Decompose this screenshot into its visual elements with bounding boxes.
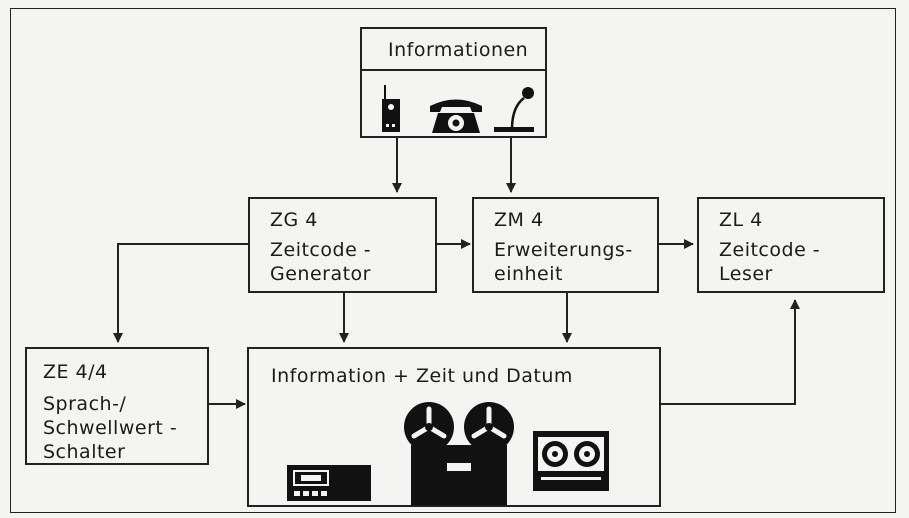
recorder-title: Information + Zeit und Datum: [271, 365, 573, 387]
zm4-code: ZM 4: [494, 209, 544, 231]
zg4-line1: Zeitcode -: [270, 239, 372, 261]
ze44-box: ZE 4/4 Sprach-/ Schwellwert - Schalter: [25, 347, 209, 465]
cassette-recorder-icon: [287, 465, 371, 501]
zm4-line1: Erweiterungs-: [494, 239, 633, 261]
zl4-line2: Leser: [719, 263, 773, 285]
reel-to-reel-recorder-icon: [404, 402, 514, 505]
ze44-line1: Sprach-/: [43, 393, 127, 415]
informationen-box: Informationen: [360, 27, 547, 138]
informationen-divider: [362, 69, 545, 71]
zg4-code: ZG 4: [270, 209, 318, 231]
arrow-zg4-to-ze44: [113, 243, 248, 343]
zm4-line2: einheit: [494, 263, 563, 285]
ze44-line2: Schwellwert -: [43, 417, 178, 439]
informationen-title: Informationen: [388, 39, 529, 61]
recorder-box: Information + Zeit und Datum: [247, 347, 661, 507]
zg4-box: ZG 4 Zeitcode - Generator: [248, 197, 437, 293]
telephone-icon: [430, 99, 482, 133]
zl4-line1: Zeitcode -: [719, 239, 821, 261]
microphone-icon: [494, 87, 534, 132]
walkie-talkie-icon: [382, 85, 400, 132]
zm4-box: ZM 4 Erweiterungs- einheit: [472, 197, 659, 293]
ze44-line3: Schalter: [43, 441, 126, 463]
diagram-frame: [10, 8, 896, 513]
zl4-box: ZL 4 Zeitcode - Leser: [697, 197, 885, 293]
zl4-code: ZL 4: [719, 209, 763, 231]
zg4-line2: Generator: [270, 263, 371, 285]
arrow-recorder-to-zl4: [660, 299, 800, 405]
tape-deck-icon: [533, 431, 609, 491]
ze44-code: ZE 4/4: [43, 361, 108, 383]
